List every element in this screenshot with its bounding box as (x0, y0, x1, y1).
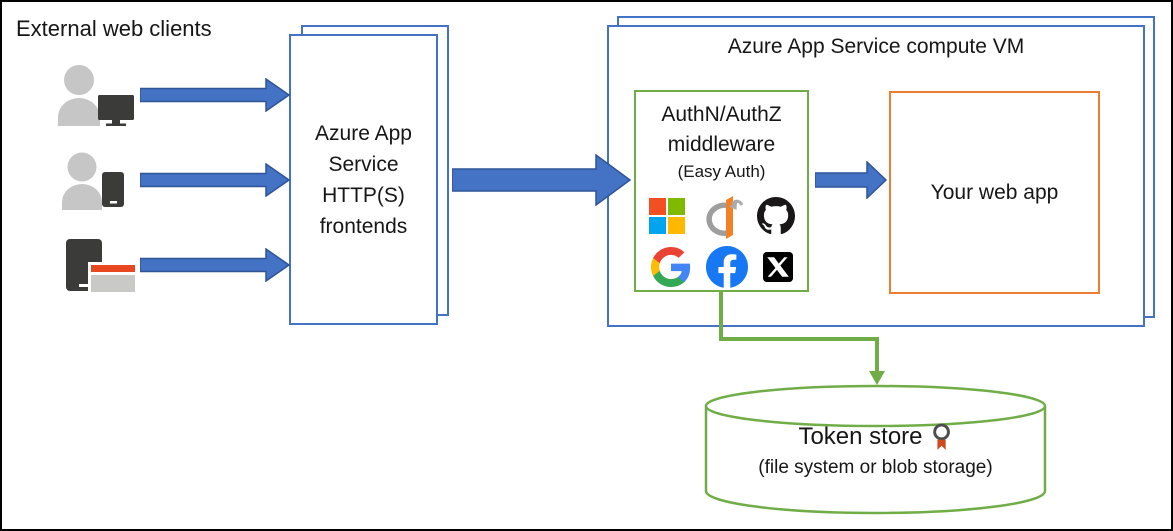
phone-with-app-window-icon (66, 239, 136, 294)
client-arrow-3 (140, 248, 290, 282)
frontends-label: Azure App Service HTTP(S) frontends (315, 121, 412, 238)
microsoft-icon (648, 198, 685, 234)
web-app-box: Your web app (889, 91, 1100, 294)
frontends-to-vm-arrow (452, 154, 632, 206)
github-icon (756, 197, 795, 235)
google-icon (650, 247, 690, 287)
token-store-label: Token store (798, 423, 923, 450)
auth-middleware-box: AuthN/AuthZ middleware (Easy Auth) (634, 90, 809, 292)
middleware-title: AuthN/AuthZ middleware (661, 103, 782, 156)
external-clients-label: External web clients (16, 16, 212, 41)
frontends-box: Azure App Service HTTP(S) frontends (289, 34, 438, 325)
token-store-cylinder (704, 384, 1047, 515)
provider-icons-row-1 (648, 193, 795, 239)
person-with-phone-icon (62, 152, 124, 210)
middleware-to-tokenstore-connector (719, 292, 885, 385)
compute-vm-title: Azure App Service compute VM (727, 35, 1025, 58)
token-store-subtitle: (file system or blob storage) (758, 457, 993, 478)
openid-icon (705, 196, 743, 239)
facebook-icon (705, 246, 748, 288)
token-store-content: Token store (file system or blob storage… (703, 422, 1048, 479)
person-with-monitor-icon (58, 65, 134, 126)
x-icon (762, 252, 793, 282)
web-app-label: Your web app (930, 180, 1059, 204)
middleware-to-webapp-arrow (815, 161, 888, 199)
certificate-badge-icon (932, 423, 950, 450)
client-arrow-1 (140, 78, 290, 112)
client-arrow-2 (140, 163, 290, 197)
easy-auth-subtitle: (Easy Auth) (677, 162, 766, 181)
provider-icons-row-2 (650, 246, 793, 288)
